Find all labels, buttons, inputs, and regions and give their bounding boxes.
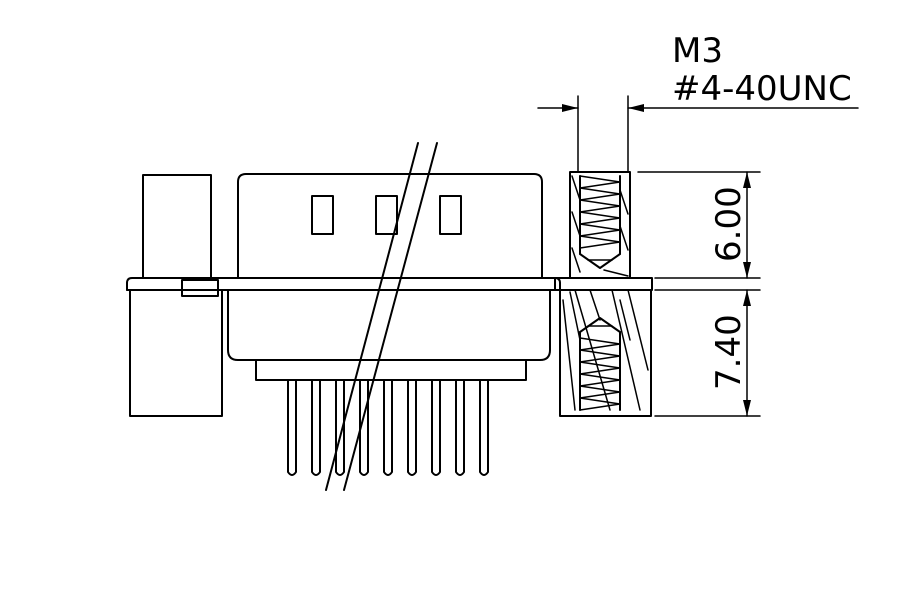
pcb-pins: [287, 379, 489, 476]
thread-unc-label: #4-40UNC: [672, 69, 852, 109]
contact-window: [439, 195, 462, 235]
dimension-thread-width: [537, 95, 859, 173]
contact-window: [375, 195, 398, 235]
connector-side-view: [126, 142, 561, 491]
jackscrew-section: [554, 171, 653, 417]
break-line: [325, 142, 419, 491]
insulator: [255, 359, 527, 381]
stud-lower: [559, 289, 652, 417]
thread-upper: [579, 175, 621, 269]
contact-window: [311, 195, 334, 235]
flange-top: [126, 277, 561, 284]
break-line: [343, 142, 438, 491]
shell-top: [237, 173, 543, 279]
dimension-vertical: [637, 171, 761, 417]
stud-flange: [554, 277, 653, 291]
dim-upper-label: 6.00: [709, 186, 749, 262]
thread-metric-label: M3: [672, 31, 723, 71]
flange-tab: [181, 279, 219, 297]
standoff-lower: [129, 289, 223, 417]
section-hatch: [562, 175, 649, 411]
standoff-upper: [142, 174, 212, 279]
thread-lower: [579, 317, 621, 411]
dim-lower-label: 7.40: [709, 314, 749, 390]
